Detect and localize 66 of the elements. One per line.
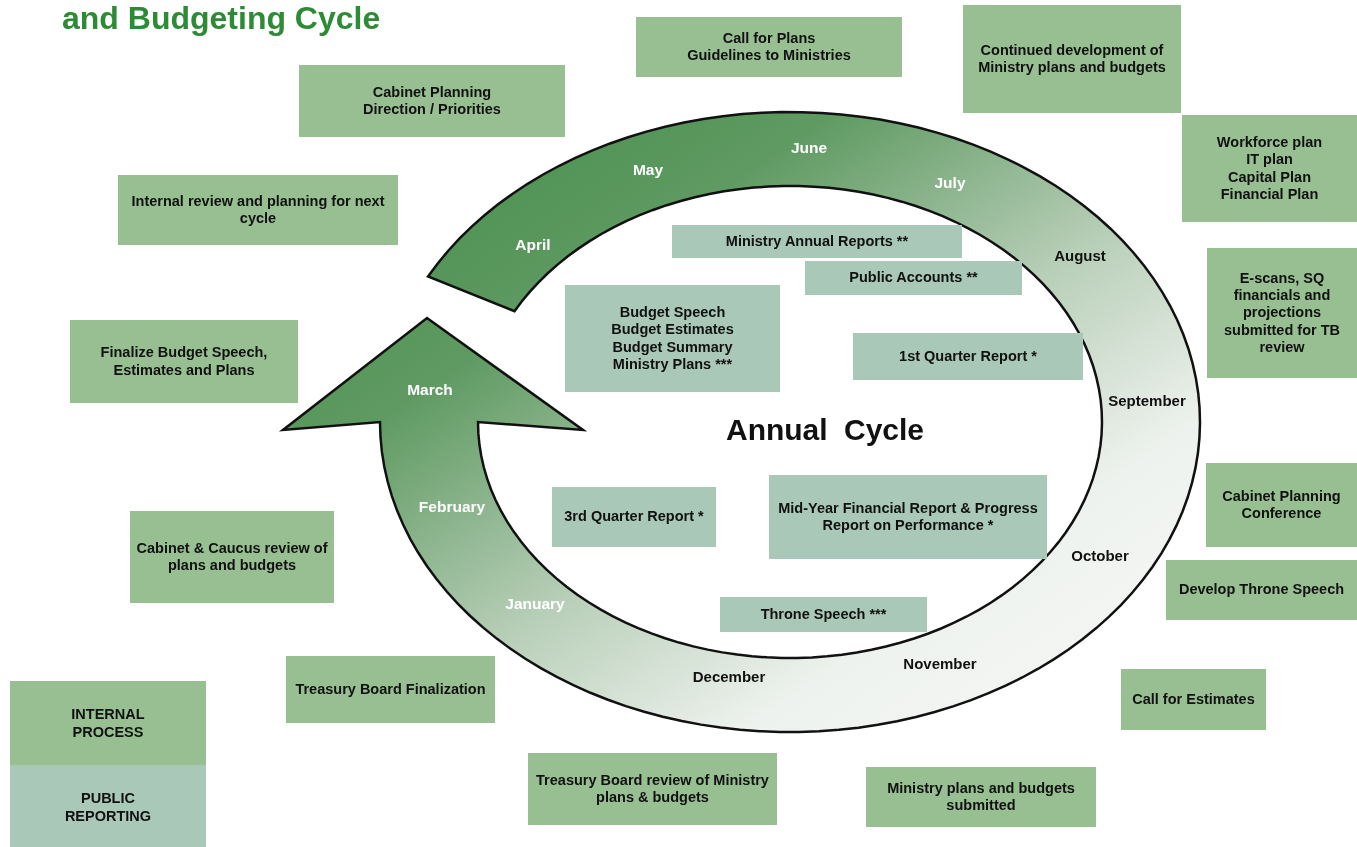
box-text: Workforce plan — [1216, 133, 1323, 152]
box-text: Budget Speech — [619, 303, 726, 322]
box-text: 3rd Quarter Report * — [564, 508, 704, 526]
box-text: Internal review and planning for next cycle — [130, 192, 386, 228]
process-box — [636, 17, 902, 77]
process-box — [1166, 560, 1357, 620]
process-box — [299, 65, 565, 137]
process-box — [528, 753, 777, 825]
report-box — [720, 597, 927, 632]
box-text: Ministry Plans *** — [612, 355, 733, 374]
process-box — [866, 767, 1096, 827]
box-text: Call for Plans — [722, 29, 816, 47]
box-text: Financial Plan — [1220, 185, 1319, 204]
process-box — [1121, 669, 1266, 730]
month-label: February — [418, 498, 486, 516]
box-text: 1st Quarter Report * — [899, 347, 1037, 366]
box-text: Continued development of Ministry plans and budgets — [977, 41, 1167, 77]
box-text: Guidelines to Ministries — [687, 47, 851, 65]
legend-text: PUBLIC REPORTING — [63, 788, 153, 826]
box-text: Cabinet & Caucus review of plans and budgets — [136, 539, 328, 575]
month-label: December — [692, 667, 766, 685]
month-label: September — [1108, 391, 1186, 409]
box-text: Call for Estimates — [1132, 690, 1255, 709]
process-box — [963, 5, 1181, 113]
report-box — [672, 225, 962, 258]
box-text: Mid-Year Financial Report & Progress Report on Performance * — [777, 499, 1039, 535]
month-label: April — [515, 236, 551, 254]
report-box — [769, 475, 1047, 559]
month-label: November — [903, 654, 977, 672]
month-label: January — [505, 595, 565, 613]
process-box — [70, 320, 298, 403]
month-label: June — [790, 139, 828, 157]
box-text: E-scans, SQ financials and projections submitted for TB review — [1223, 269, 1341, 357]
process-box — [118, 175, 398, 245]
process-box — [1207, 248, 1357, 378]
process-box — [1182, 115, 1357, 222]
box-text: Budget Summary — [612, 338, 733, 356]
report-box — [805, 261, 1022, 295]
report-box — [565, 285, 780, 392]
box-text: Finalize Budget Speech, Estimates and Plans — [99, 344, 269, 379]
box-text: Capital Plan — [1228, 168, 1311, 186]
report-box — [552, 487, 716, 547]
month-label: August — [1054, 246, 1106, 264]
box-text: Budget Estimates — [611, 321, 734, 339]
month-label: May — [632, 161, 664, 179]
box-text: Throne Speech *** — [760, 605, 887, 624]
legend-text: INTERNAL PROCESS — [70, 704, 146, 742]
process-box — [1206, 463, 1357, 547]
box-text: Public Accounts ** — [849, 269, 978, 287]
box-text: Treasury Board review of Ministry plans & budgets — [535, 771, 770, 807]
box-text: Cabinet Planning — [372, 83, 492, 101]
process-box — [130, 511, 334, 603]
process-box — [286, 656, 495, 723]
month-label: October — [1071, 546, 1129, 564]
box-text: Ministry Annual Reports ** — [725, 232, 909, 251]
month-label: July — [934, 174, 966, 192]
box-text: Treasury Board Finalization — [295, 680, 486, 699]
box-text: Direction / Priorities — [363, 101, 501, 119]
report-box — [853, 333, 1083, 380]
box-text: IT plan — [1246, 151, 1293, 169]
title: and Budgeting Cycle — [62, 0, 381, 37]
month-label: March — [407, 381, 453, 399]
box-text: Cabinet Planning Conference — [1221, 487, 1342, 523]
box-text: Develop Throne Speech — [1178, 581, 1345, 599]
box-text: Ministry plans and budgets submitted — [886, 779, 1076, 815]
center-label: Annual Cycle — [725, 413, 925, 447]
